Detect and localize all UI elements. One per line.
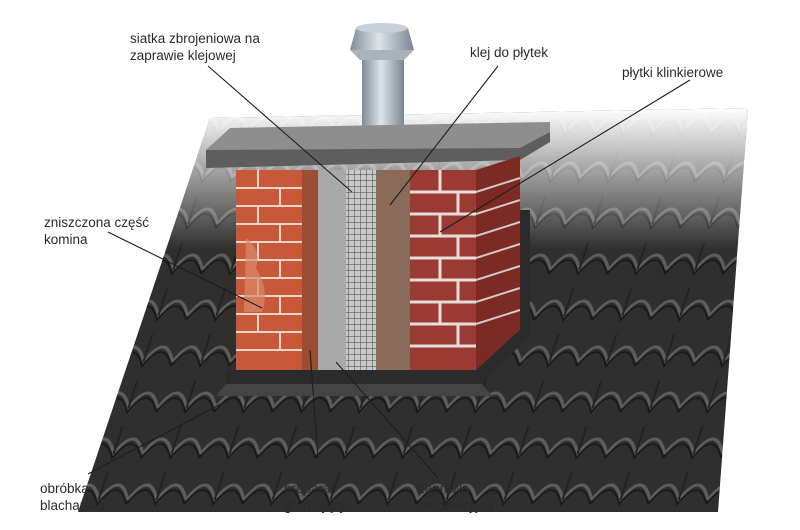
label-renovation-mortar: zaprawa renowacyjna bbox=[418, 481, 494, 513]
adhesive-layer bbox=[376, 170, 410, 370]
renovation-mortar-layer bbox=[318, 170, 346, 370]
leader-clinker bbox=[439, 79, 691, 233]
leader-damaged bbox=[107, 231, 263, 309]
leader-mesh bbox=[207, 65, 353, 193]
clinker-side bbox=[475, 156, 521, 370]
leader-primer bbox=[309, 349, 319, 459]
chimney-cap bbox=[206, 122, 550, 168]
label-flashing: obróbka blacharska bbox=[40, 481, 106, 513]
label-primer: preparat gruntujący bbox=[284, 481, 347, 513]
label-damaged-part: zniszczona część komina bbox=[44, 215, 150, 247]
flashing bbox=[216, 210, 530, 396]
primer-layer bbox=[302, 170, 318, 370]
leader-flashing bbox=[87, 395, 237, 475]
mesh-layer bbox=[346, 170, 376, 370]
damaged-brick-section bbox=[236, 170, 302, 370]
clinker-front bbox=[410, 170, 476, 370]
label-mesh: siatka zbrojeniowa na zaprawie klejowej bbox=[130, 31, 260, 63]
leader-adhesive bbox=[389, 65, 499, 206]
label-clinker-tiles: płytki klinkierowe bbox=[622, 65, 724, 80]
leader-lines bbox=[87, 65, 691, 479]
leader-mortar bbox=[335, 361, 439, 479]
flue-pipe bbox=[350, 23, 414, 138]
label-tile-adhesive: klej do płytek bbox=[470, 45, 549, 60]
